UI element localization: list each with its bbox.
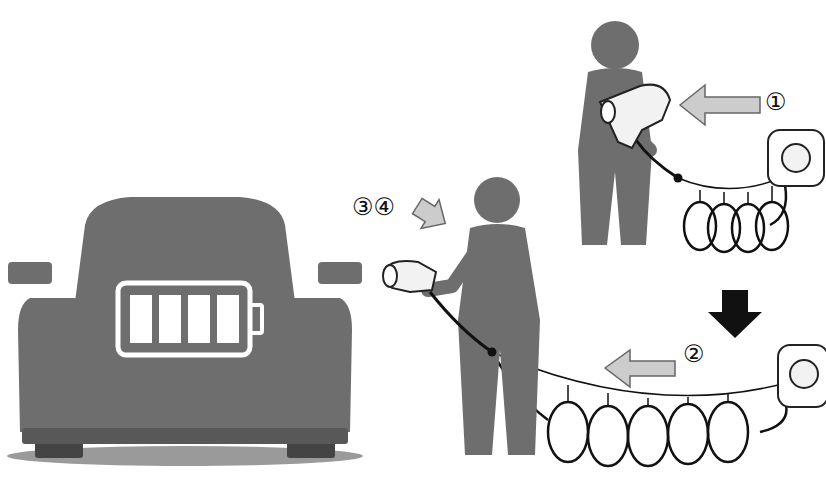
hanging-hook: [700, 186, 772, 205]
person-head: [591, 21, 639, 69]
cable-clip: [488, 348, 497, 357]
cable-coil: [668, 404, 708, 464]
wall-charger: [778, 345, 826, 407]
car-mirror: [8, 262, 52, 284]
battery-outline: [118, 283, 250, 355]
cable-coil: [548, 402, 588, 462]
cable-clip: [674, 174, 683, 183]
callout-number: ②: [683, 342, 705, 366]
cable-coil: [708, 402, 748, 462]
step-arrow: [408, 192, 454, 238]
callout-number: ①: [765, 90, 787, 114]
cable-coil: [756, 202, 788, 250]
battery-terminal: [250, 305, 262, 333]
step-arrow: [605, 350, 675, 387]
cable: [430, 292, 492, 352]
car-bumper: [22, 428, 348, 444]
person-head: [474, 177, 520, 223]
battery-bar: [159, 295, 181, 343]
car-roof: [75, 197, 295, 302]
person-arm: [428, 248, 478, 290]
step-arrow: [680, 85, 760, 125]
charging-connector: [600, 85, 670, 148]
car: [7, 197, 363, 466]
connector-tip: [383, 265, 397, 287]
battery-bar: [130, 295, 152, 343]
cable: [636, 140, 678, 178]
scene-take-connector: [578, 21, 824, 252]
cable-coil: [628, 406, 668, 466]
connector-tip: [601, 101, 615, 123]
sequence-arrow: [708, 290, 762, 338]
hanging-hook: [568, 385, 728, 406]
battery-bar: [217, 295, 239, 343]
scene-bring-connector: [383, 177, 826, 466]
callout-number: ③④: [352, 195, 395, 219]
charger-socket: [782, 144, 810, 172]
battery-icon: [118, 283, 262, 355]
battery-bar: [188, 295, 210, 343]
cable-coil: [588, 406, 628, 466]
wall-charger: [768, 130, 824, 186]
car-body: [18, 298, 352, 432]
car-mirror: [318, 262, 362, 284]
cable: [760, 405, 786, 432]
charging-connector: [384, 261, 436, 292]
charger-socket: [790, 360, 818, 388]
